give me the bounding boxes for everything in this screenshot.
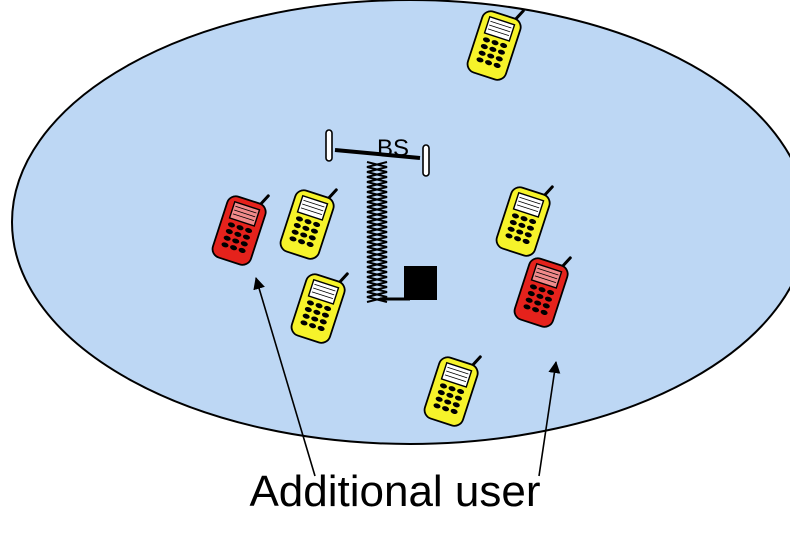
- arrow-to-left-additional-user: [253, 277, 316, 477]
- base-station-label: BS: [377, 135, 409, 162]
- tower-mast: [366, 161, 388, 303]
- arrow-to-right-additional-user: [538, 361, 561, 477]
- coverage-cell: [11, 0, 790, 445]
- equipment-cabinet: [404, 266, 437, 300]
- base-station-tower: [325, 129, 437, 303]
- additional-user-caption: Additional user: [249, 467, 541, 516]
